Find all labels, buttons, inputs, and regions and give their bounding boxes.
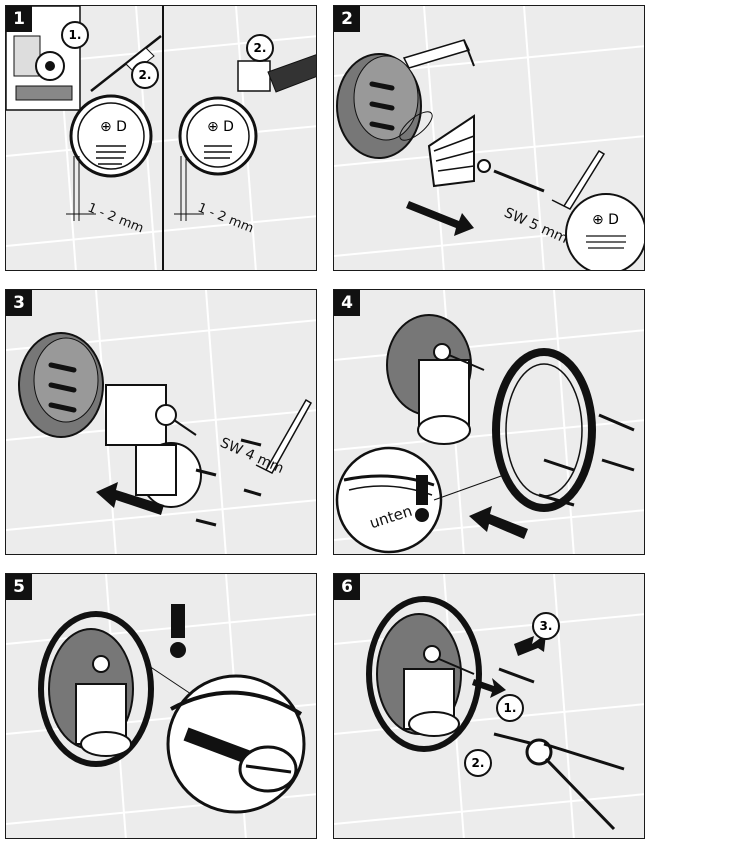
mounting-ring-left: ⊕ D bbox=[69, 94, 153, 178]
step-1-panel: 1 ⊕ D ⊕ D bbox=[5, 5, 317, 271]
step-4-panel: 4 unten bbox=[333, 289, 645, 555]
step-4-number: 4 bbox=[334, 290, 360, 316]
svg-text:⊕ D: ⊕ D bbox=[100, 119, 127, 135]
step-2-number: 2 bbox=[334, 6, 360, 32]
step-1-substep-2-badge: 2. bbox=[131, 61, 159, 89]
step-6-substep-3-badge: 3. bbox=[532, 612, 560, 640]
step-6-substep-2-badge: 2. bbox=[464, 749, 492, 777]
step-5-panel: 5 bbox=[5, 573, 317, 839]
step-1-substep-1-badge: 1. bbox=[61, 21, 89, 49]
step-2-panel: 2 ⊕ D SW 5 mm bbox=[333, 5, 645, 271]
step-3-number: 3 bbox=[6, 290, 32, 316]
step-6-panel: 6 1. 2. 3. bbox=[333, 573, 645, 839]
step-3-panel: 3 SW 4 mm bbox=[5, 289, 317, 555]
step-4-illustration bbox=[334, 290, 644, 554]
svg-text:⊕ D: ⊕ D bbox=[592, 212, 619, 228]
step-5-illustration bbox=[6, 574, 316, 838]
step-6-substep-1-badge: 1. bbox=[496, 694, 524, 722]
step-6-illustration bbox=[334, 574, 644, 838]
svg-text:⊕ D: ⊕ D bbox=[207, 119, 234, 135]
step-5-number: 5 bbox=[6, 574, 32, 600]
step-6-number: 6 bbox=[334, 574, 360, 600]
step-1-illustration: ⊕ D ⊕ D bbox=[6, 6, 316, 270]
step-2-illustration: ⊕ D bbox=[334, 6, 644, 270]
step-1-number: 1 bbox=[6, 6, 32, 32]
mounting-ring-right: ⊕ D bbox=[178, 96, 258, 176]
step-1-substep-2b-badge: 2. bbox=[246, 34, 274, 62]
step-3-illustration bbox=[6, 290, 316, 554]
